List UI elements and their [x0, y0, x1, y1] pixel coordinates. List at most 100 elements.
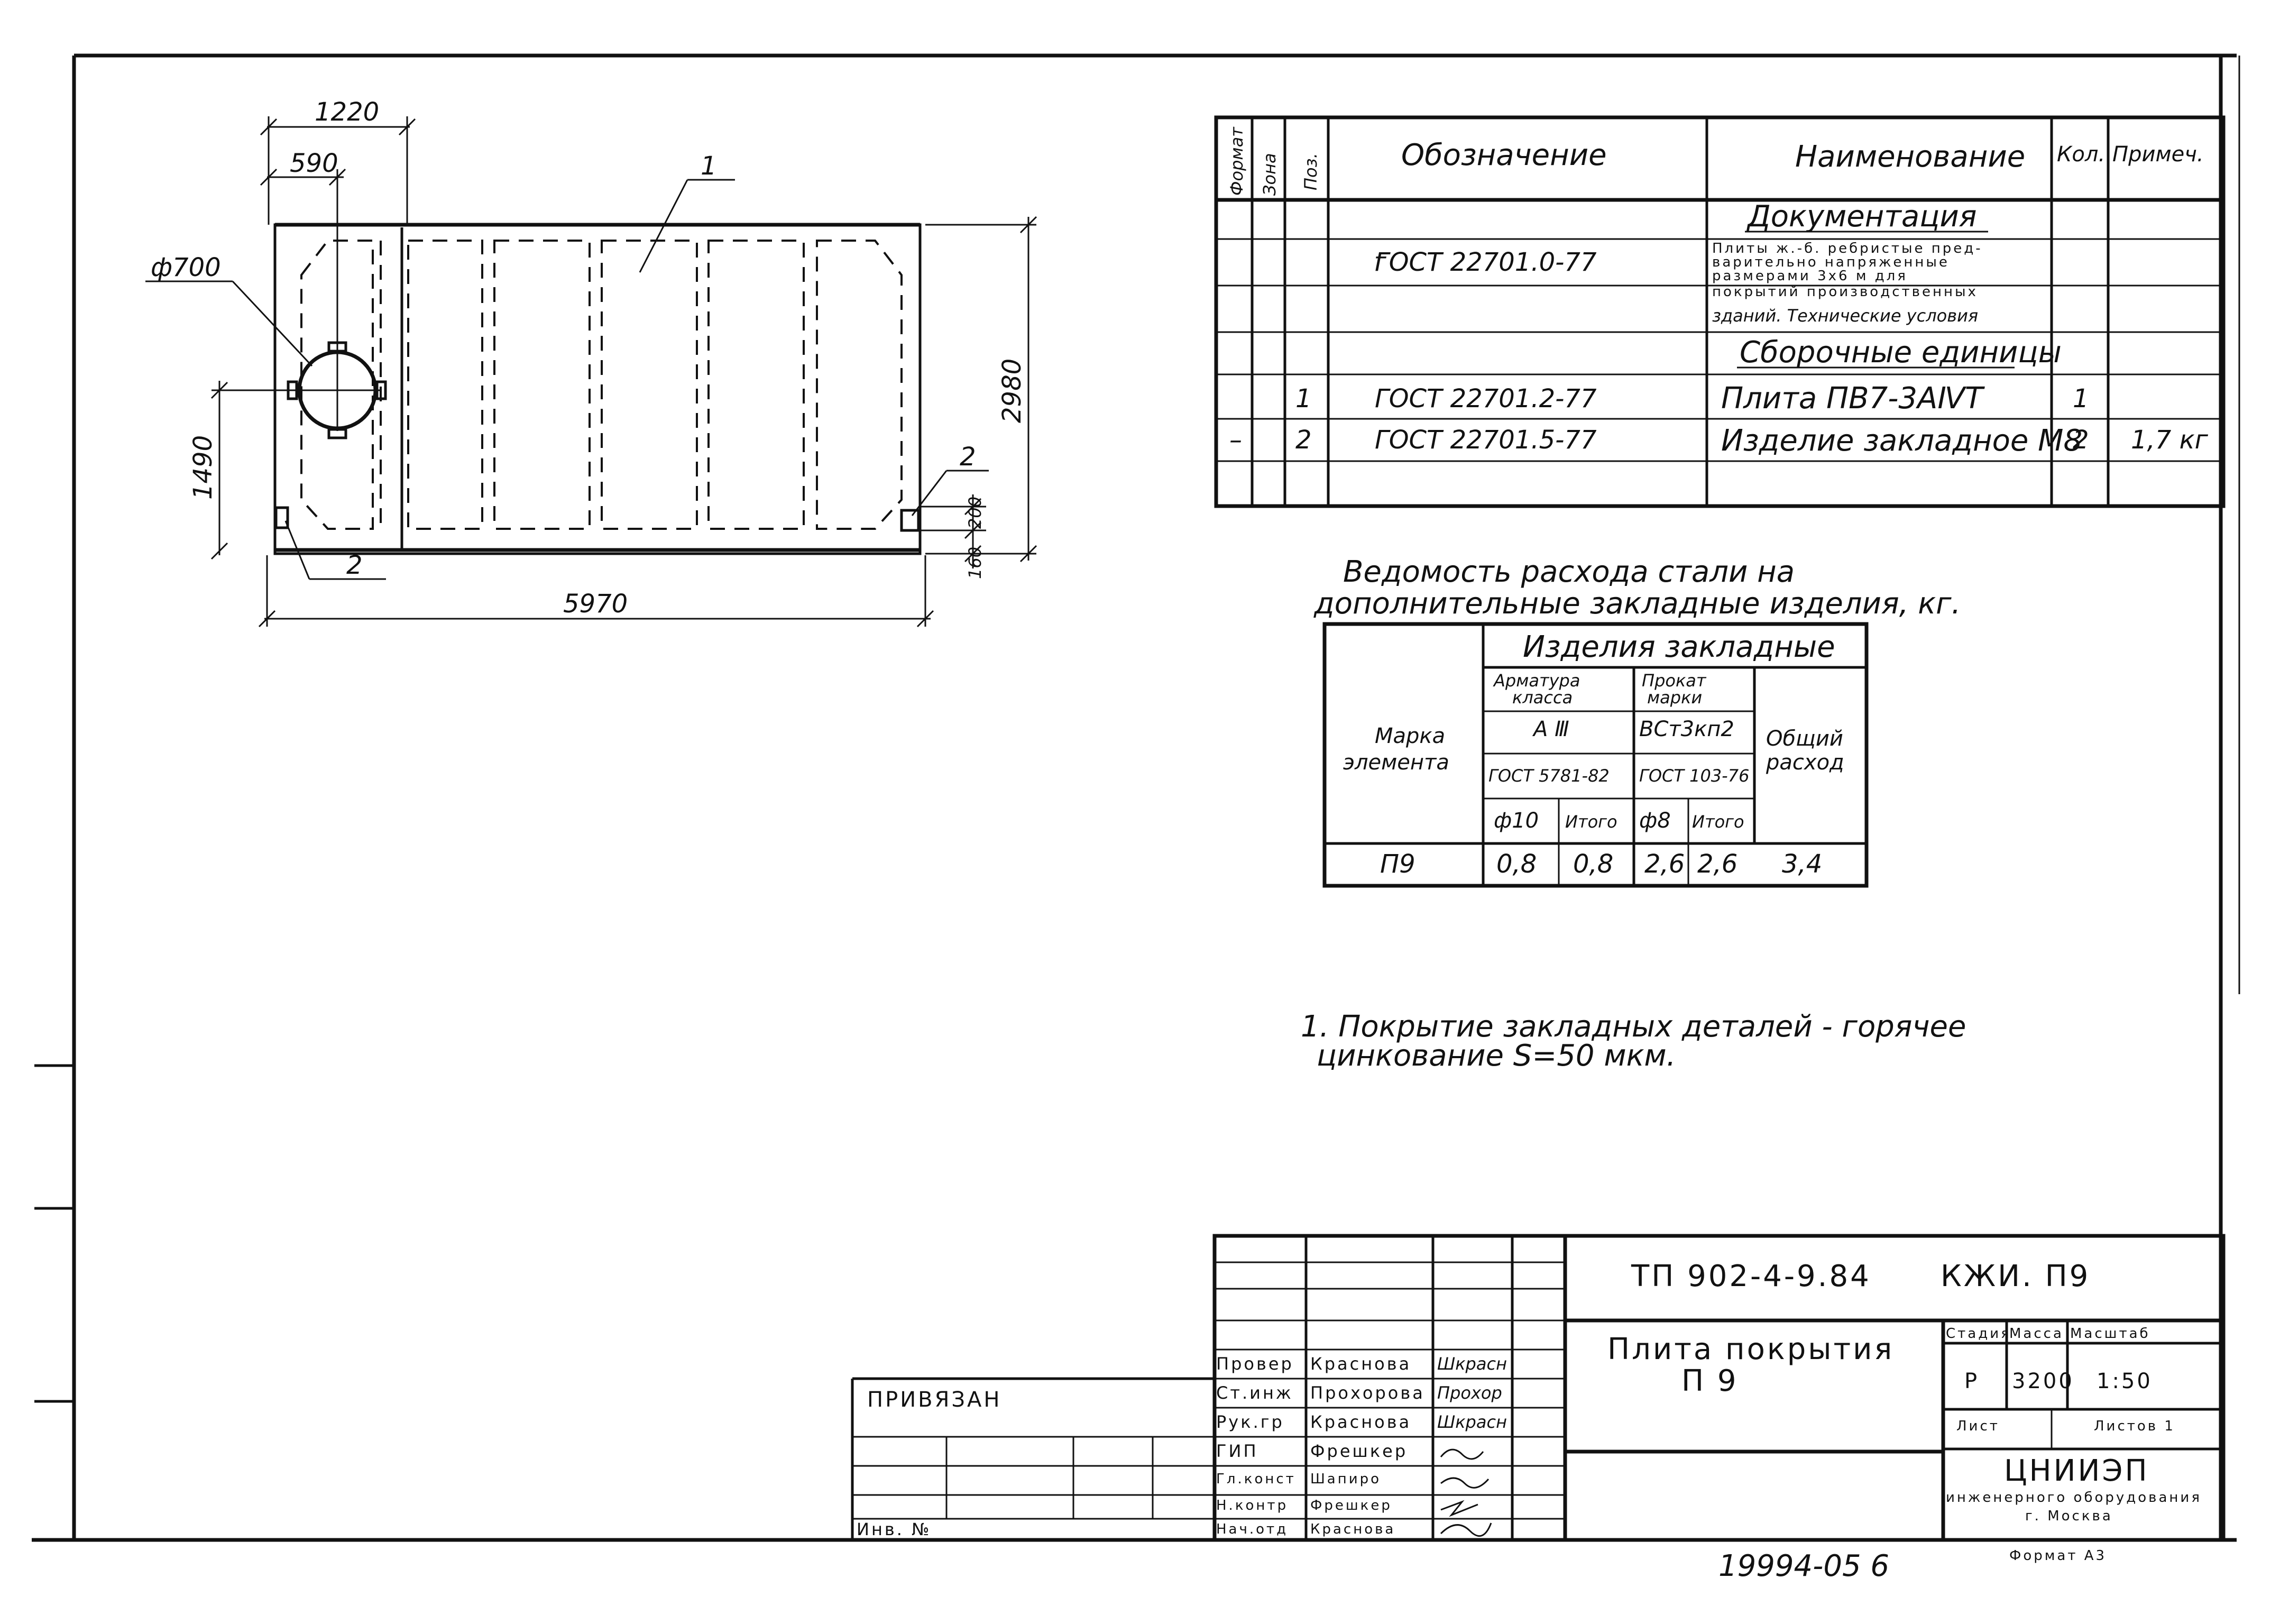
person-1: Прохорова — [1310, 1383, 1425, 1403]
header-qty: Кол. — [2057, 142, 2105, 167]
header-name: Наименование — [1795, 140, 2025, 174]
group-header-embedded: Изделия закладные — [1523, 630, 1835, 664]
dim-200: 200 — [965, 497, 985, 529]
sub-d10: ф10 — [1494, 809, 1539, 833]
rolled-header-line-2: марки — [1647, 687, 1702, 708]
section-documentation: Документация — [1746, 199, 1976, 234]
row2-position: 2 — [1295, 425, 1312, 455]
row-mark: П9 — [1380, 849, 1415, 879]
steel-title-line-2: дополнительные закладные изделия, кг. — [1313, 586, 1961, 621]
row2-qty: 2 — [2073, 425, 2089, 455]
sheet-header: Лист — [1956, 1418, 2000, 1434]
format-label: Формат А3 — [2009, 1548, 2107, 1564]
embedded-item-left — [274, 506, 289, 529]
signature-scribble-5 — [1440, 1500, 1478, 1517]
title-line-1: Плита покрытия — [1607, 1332, 1894, 1366]
dim-1490: 1490 — [188, 435, 218, 500]
role-3: ГИП — [1216, 1441, 1258, 1461]
rebar-header-line-1: Арматура — [1493, 671, 1580, 691]
row-total-rebar: 0,8 — [1573, 849, 1613, 879]
mark-header-line-2: элемента — [1343, 750, 1449, 775]
stage-value: Р — [1964, 1369, 1979, 1393]
person-4: Шапиро — [1310, 1471, 1381, 1487]
archive-number: 19994-05 6 — [1718, 1549, 1889, 1583]
doc-row-dash: – — [1375, 241, 1387, 271]
role-0: Провер — [1216, 1354, 1294, 1374]
stage-header: Стадия — [1946, 1326, 2011, 1342]
specification-table: Формат Зона Поз. Обозначение Наименовани… — [1214, 115, 2226, 508]
row1-designation: ГОСТ 22701.2-77 — [1375, 384, 1597, 414]
row2-designation: ГОСТ 22701.5-77 — [1375, 425, 1597, 455]
signature-1: Прохор — [1437, 1383, 1502, 1403]
role-5: Н.контр — [1216, 1498, 1288, 1513]
doc-name-line-2: варительно напряженные — [1712, 254, 1950, 270]
row-sum: 3,4 — [1782, 849, 1822, 879]
dim-1220: 1220 — [315, 97, 379, 127]
sub-s8: ф8 — [1639, 809, 1671, 833]
slab-plan-drawing: 1220 590 ф700 2980 1490 200 160 — [145, 97, 1037, 628]
role-6: Нач.отд — [1216, 1521, 1288, 1537]
scale-header: Масштаб — [2070, 1326, 2150, 1342]
rolled-grade: ВСт3кп2 — [1639, 717, 1734, 741]
rebar-gost: ГОСТ 5781-82 — [1488, 766, 1610, 786]
row-total-rolled: 2,6 — [1697, 849, 1737, 879]
note-line-2: цинкование S=50 мкм. — [1317, 1039, 1676, 1073]
header-format: Формат — [1227, 126, 1247, 196]
sub-total-rolled: Итого — [1692, 812, 1744, 832]
rolled-header-line-1: Прокат — [1642, 671, 1707, 691]
organization-line-2: инженерного оборудования — [1946, 1490, 2202, 1506]
person-6: Краснова — [1310, 1521, 1395, 1537]
signature-scribble-3 — [1440, 1448, 1484, 1460]
dim-d700: ф700 — [151, 253, 221, 282]
signature-0: Шкрасн — [1437, 1354, 1507, 1374]
header-designation: Обозначение — [1401, 138, 1607, 172]
header-position: Поз. — [1301, 153, 1321, 190]
steel-title-line-1: Ведомость расхода стали на — [1343, 555, 1795, 589]
header-zone: Зона — [1259, 153, 1280, 196]
signature-2: Шкрасн — [1437, 1412, 1507, 1432]
row-d10: 0,8 — [1496, 849, 1537, 879]
person-5: Фрешкер — [1310, 1498, 1392, 1513]
note-line-1: 1. Покрытие закладных деталей - горячее — [1301, 1010, 1966, 1044]
organization-name: ЦНИИЭП — [2004, 1454, 2149, 1488]
mark-header-line-1: Марка — [1375, 724, 1445, 748]
signature-scribble-6 — [1440, 1522, 1492, 1537]
organization-line-3: г. Москва — [2025, 1508, 2113, 1524]
title-line-2: П 9 — [1681, 1364, 1739, 1398]
row2-name: Изделие закладное М8 — [1721, 424, 2082, 458]
rebar-class: А Ⅲ — [1532, 717, 1569, 741]
position-label-1: 1 — [701, 151, 717, 181]
row2-format: – — [1229, 425, 1242, 455]
signature-scribble-4 — [1440, 1477, 1490, 1489]
general-note: 1. Покрытие закладных деталей - горячее … — [1301, 1010, 1966, 1073]
inventory-number-label: Инв. № — [857, 1519, 931, 1539]
sub-total-rebar: Итого — [1565, 812, 1617, 832]
row1-name: Плита ПВ7-3АⅣТ — [1721, 381, 1985, 416]
role-1: Ст.инж — [1216, 1383, 1293, 1403]
doc-name-line-1: Плиты ж.-б. ребристые пред- — [1712, 241, 1983, 256]
total-header-line-1: Общий — [1766, 727, 1843, 751]
section-assembly-units: Сборочные единицы — [1740, 335, 2062, 370]
person-0: Краснова — [1310, 1354, 1411, 1374]
dim-5970: 5970 — [563, 589, 628, 619]
project-code: ТП 902-4-9.84 — [1631, 1259, 1871, 1293]
rebar-header-line-2: класса — [1512, 687, 1573, 708]
dim-590: 590 — [290, 149, 338, 178]
position-label-2-right: 2 — [960, 442, 976, 472]
privyazan-label: ПРИВЯЗАН — [867, 1388, 1001, 1412]
row2-note: 1,7 кг — [2131, 425, 2209, 455]
sheet-frame — [32, 53, 2240, 1542]
mass-header: Масса — [2009, 1326, 2064, 1342]
row1-position: 1 — [1295, 384, 1312, 414]
header-note: Примеч. — [2112, 142, 2204, 167]
row-s8: 2,6 — [1644, 849, 1685, 879]
doc-name-line-3: размерами 3х6 м для — [1712, 268, 1908, 284]
role-4: Гл.конст — [1216, 1471, 1296, 1487]
dim-160: 160 — [965, 547, 985, 579]
person-2: Краснова — [1310, 1412, 1411, 1432]
sheet-code: КЖИ. П9 — [1941, 1259, 2090, 1293]
doc-name-line-4: покрытий производственных — [1712, 284, 1978, 300]
role-2: Рук.гр — [1216, 1412, 1284, 1432]
title-block: ПРИВЯЗАН Инв. № Провер Ст.инж Рук.гр ГИП… — [851, 1234, 2226, 1564]
